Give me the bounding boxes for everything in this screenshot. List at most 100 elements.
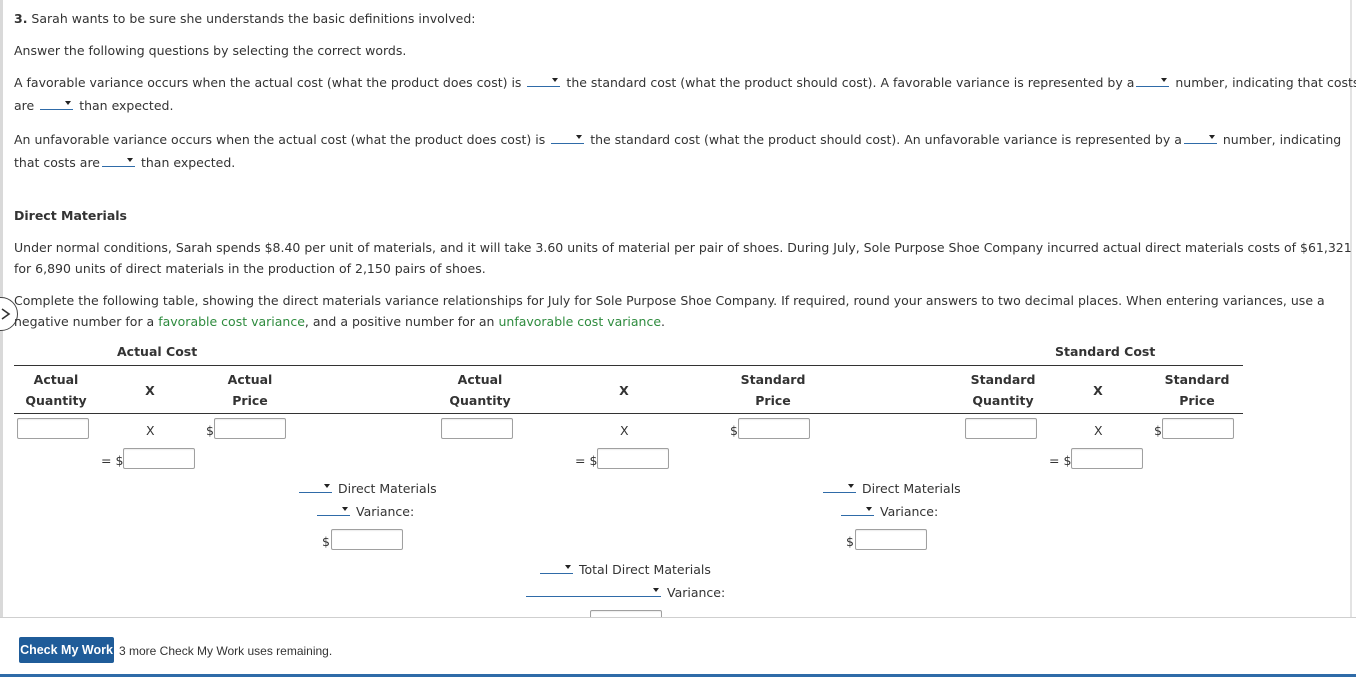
dollar-sign: $ — [322, 534, 330, 549]
standard-price-input-2[interactable] — [1162, 418, 1234, 439]
standard-quantity-input[interactable] — [965, 418, 1037, 439]
col-header-line: Quantity — [449, 393, 511, 408]
chevron-down-icon — [65, 101, 72, 105]
question-title: 3. Sarah wants to be sure she understand… — [14, 11, 476, 26]
price-variance-label-line1: Direct Materials — [297, 481, 437, 496]
p1-text-a: A favorable variance occurs when the act… — [14, 75, 522, 90]
col-header-line: Price — [755, 393, 791, 408]
total-variance-fu-dropdown[interactable] — [526, 587, 661, 597]
col-header-line: Actual — [33, 372, 79, 387]
standard-cost-total-input[interactable] — [1071, 448, 1143, 469]
col-header-line: Quantity — [25, 393, 87, 408]
p2-text-d: that costs are — [14, 155, 100, 170]
p1-text-d: are — [14, 98, 35, 113]
chevron-right-icon — [1, 308, 11, 320]
dollar-sign: $ — [730, 423, 738, 438]
times-symbol: X — [145, 383, 155, 398]
unfavorable-sign-dropdown[interactable] — [1183, 134, 1217, 144]
equals-dollar: = $ — [101, 453, 124, 468]
table-header-rule — [14, 413, 1243, 414]
dollar-sign: $ — [206, 423, 214, 438]
variance-label-text: Variance: — [666, 585, 726, 600]
chevron-down-icon — [576, 135, 583, 139]
variance-label-text: Direct Materials — [337, 481, 437, 496]
chevron-down-icon — [653, 588, 659, 592]
favorable-sign-dropdown[interactable] — [1136, 77, 1170, 87]
dollar-sign: $ — [846, 534, 854, 549]
p2-text-a: An unfavorable variance occurs when the … — [14, 132, 546, 147]
p2-text-e: than expected. — [140, 155, 236, 170]
col-header-line: Actual — [457, 372, 503, 387]
actual-cost-header: Actual Cost — [117, 344, 198, 359]
footer-accent-bar — [0, 674, 1356, 677]
question-number: 3. — [14, 11, 28, 26]
quantity-variance-input[interactable] — [855, 529, 927, 550]
instructions-text: . — [661, 314, 665, 329]
p1-text-c: number, indicating that costs — [1175, 75, 1356, 90]
times-symbol: X — [619, 383, 629, 398]
price-variance-fu-dropdown[interactable] — [317, 506, 350, 516]
chevron-down-icon — [848, 484, 854, 488]
favorable-cost-variance-link[interactable]: favorable cost variance — [158, 314, 305, 329]
table-instructions-line1: Complete the following table, showing th… — [14, 293, 1325, 308]
variance-label-text: Variance: — [879, 504, 939, 519]
standard-price-input[interactable] — [738, 418, 810, 439]
footer-bar — [0, 617, 1356, 678]
chevron-down-icon — [866, 507, 872, 511]
price-variance-input[interactable] — [331, 529, 403, 550]
standard-cost-header: Standard Cost — [1055, 344, 1156, 359]
unfavorable-paragraph-line1: An unfavorable variance occurs when the … — [14, 132, 1341, 147]
actual-cost-total-input[interactable] — [123, 448, 195, 469]
instructions-text: , and a positive number for an — [304, 314, 499, 329]
instruction-text: Answer the following questions by select… — [14, 43, 407, 58]
quantity-variance-type-dropdown[interactable] — [823, 483, 856, 493]
price-variance-type-dropdown[interactable] — [299, 483, 332, 493]
col-header-line: Price — [1179, 393, 1215, 408]
p1-text-e: than expected. — [79, 98, 174, 113]
total-variance-label-line1: Total Direct Materials — [538, 562, 711, 577]
price-variance-label-line2: Variance: — [315, 504, 414, 519]
chevron-down-icon — [1161, 78, 1168, 82]
times-symbol: X — [1093, 383, 1103, 398]
variance-label-text: Total Direct Materials — [578, 562, 711, 577]
col-header-line: Actual — [227, 372, 273, 387]
col-header-line: Standard — [970, 372, 1036, 387]
unfavorable-cost-variance-link[interactable]: unfavorable cost variance — [498, 314, 662, 329]
question-title-text: Sarah wants to be sure she understands t… — [27, 11, 476, 26]
check-uses-remaining: 3 more Check My Work uses remaining. — [119, 644, 333, 658]
favorable-comparison-dropdown[interactable] — [527, 77, 561, 87]
chevron-down-icon — [565, 565, 571, 569]
quantity-variance-fu-dropdown[interactable] — [841, 506, 874, 516]
total-variance-dropdown[interactable] — [540, 564, 573, 574]
chevron-down-icon — [324, 484, 330, 488]
p2-text-b: the standard cost (what the product shou… — [590, 132, 1182, 147]
actual-price-input[interactable] — [214, 418, 286, 439]
favorable-costs-dropdown[interactable] — [40, 100, 74, 110]
direct-materials-heading: Direct Materials — [14, 208, 127, 223]
chevron-down-icon — [1208, 135, 1215, 139]
instructions-text: negative number for a — [14, 314, 159, 329]
quantity-variance-label-line1: Direct Materials — [821, 481, 961, 496]
unfavorable-paragraph-line2: that costs are than expected. — [14, 155, 235, 170]
p2-text-c: number, indicating — [1222, 132, 1342, 147]
unfavorable-costs-dropdown[interactable] — [102, 157, 135, 167]
actual-quantity-input[interactable] — [17, 418, 89, 439]
actual-at-standard-total-input[interactable] — [597, 448, 669, 469]
times-symbol: X — [1094, 423, 1103, 438]
dollar-sign: $ — [1154, 423, 1162, 438]
favorable-paragraph-line2: are than expected. — [14, 98, 173, 113]
actual-quantity-input-2[interactable] — [441, 418, 513, 439]
variance-label-text: Direct Materials — [861, 481, 961, 496]
quantity-variance-label-line2: Variance: — [839, 504, 938, 519]
col-header-line: Standard — [1164, 372, 1230, 387]
unfavorable-comparison-dropdown[interactable] — [551, 134, 585, 144]
chevron-down-icon — [342, 507, 348, 511]
check-my-work-button[interactable]: Check My Work — [19, 637, 114, 663]
times-symbol: X — [620, 423, 629, 438]
